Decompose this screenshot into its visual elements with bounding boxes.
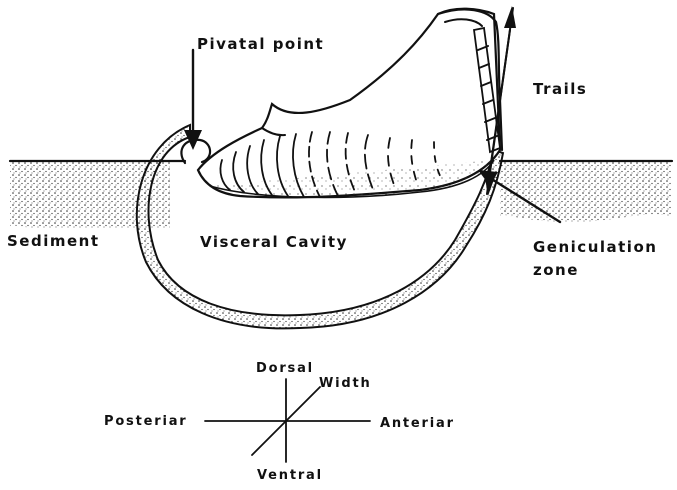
sediment-left [10,161,185,240]
sediment-label: Sediment [7,232,100,250]
dorsal-label: Dorsal [256,360,314,378]
pivotal-point-arrow [184,50,202,150]
posterior-label: Posteriar [104,413,187,431]
width-label: Width [319,375,372,393]
anterior-label: Anteriar [380,415,455,433]
ventral-label: Ventral [257,467,323,485]
pivotal-point-label: Pivatal point [197,35,324,53]
visceral-cavity-label: Visceral Cavity [200,233,348,251]
sediment-right [500,161,673,230]
geniculation-zone-label-line2: zone [533,261,579,279]
geniculation-zone-label-line1: Geniculation [533,238,657,256]
trails-label: Trails [533,80,587,98]
